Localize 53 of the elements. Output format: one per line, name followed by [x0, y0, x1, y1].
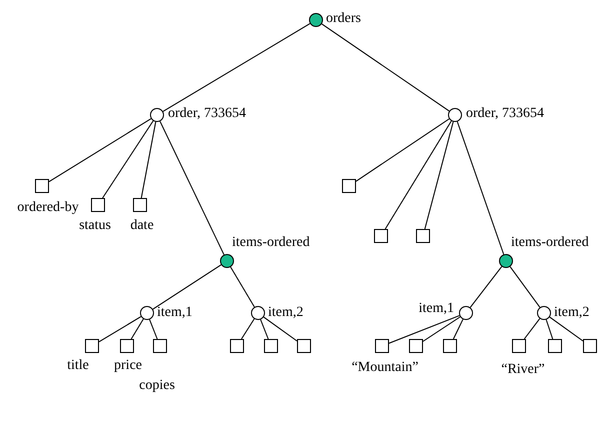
connector-line: [549, 316, 584, 342]
square-node: [230, 339, 244, 353]
connector-line: [152, 264, 222, 310]
node-label: ordered-by: [17, 201, 79, 215]
square-node: [264, 339, 278, 353]
square-node: [443, 339, 457, 353]
node-label: item,1: [418, 302, 454, 316]
connector-line: [384, 120, 452, 230]
node-label: status: [79, 219, 111, 233]
square-node: [374, 229, 388, 243]
node-label: items-ordered: [511, 236, 589, 250]
node-label: “River”: [501, 363, 545, 377]
square-node: [416, 229, 430, 243]
connector-line: [424, 121, 454, 230]
connector-line: [546, 319, 554, 340]
node-label: orders: [326, 12, 361, 26]
connector-line: [510, 266, 540, 308]
connector-line: [321, 23, 450, 112]
square-node: [297, 339, 311, 353]
node-label: price: [114, 359, 142, 373]
connector-line: [140, 121, 156, 198]
node-label: item,2: [268, 306, 304, 320]
square-node: [409, 339, 423, 353]
connector-line: [149, 319, 158, 340]
connector-line: [130, 318, 144, 340]
node-label: item,2: [554, 306, 590, 320]
connector-line: [456, 121, 504, 255]
node-label: “Mountain”: [352, 361, 418, 375]
connector-line: [98, 316, 142, 342]
connector-line: [470, 266, 502, 308]
node-label: copies: [139, 379, 175, 393]
connector-line: [524, 318, 540, 340]
connector-line: [230, 266, 255, 308]
square-node: [548, 339, 562, 353]
square-node: [583, 339, 597, 353]
node-label: title: [67, 359, 89, 373]
connector-line: [260, 319, 269, 340]
connector-line: [388, 315, 460, 344]
connector-line: [102, 120, 154, 198]
connector-line: [162, 23, 310, 112]
connector-line: [263, 316, 298, 342]
connector-line: [422, 316, 461, 342]
connector-line: [160, 120, 224, 256]
node-label: order, 733654: [466, 107, 544, 121]
square-node: [342, 179, 356, 193]
node-label: order, 733654: [168, 107, 246, 121]
node-label: date: [130, 219, 154, 233]
connector-line: [48, 118, 152, 182]
connector-line: [240, 318, 255, 340]
node-label: item,1: [157, 306, 192, 320]
node-label: items-ordered: [232, 236, 310, 250]
connector-line: [452, 318, 464, 340]
connector-line: [356, 118, 450, 182]
